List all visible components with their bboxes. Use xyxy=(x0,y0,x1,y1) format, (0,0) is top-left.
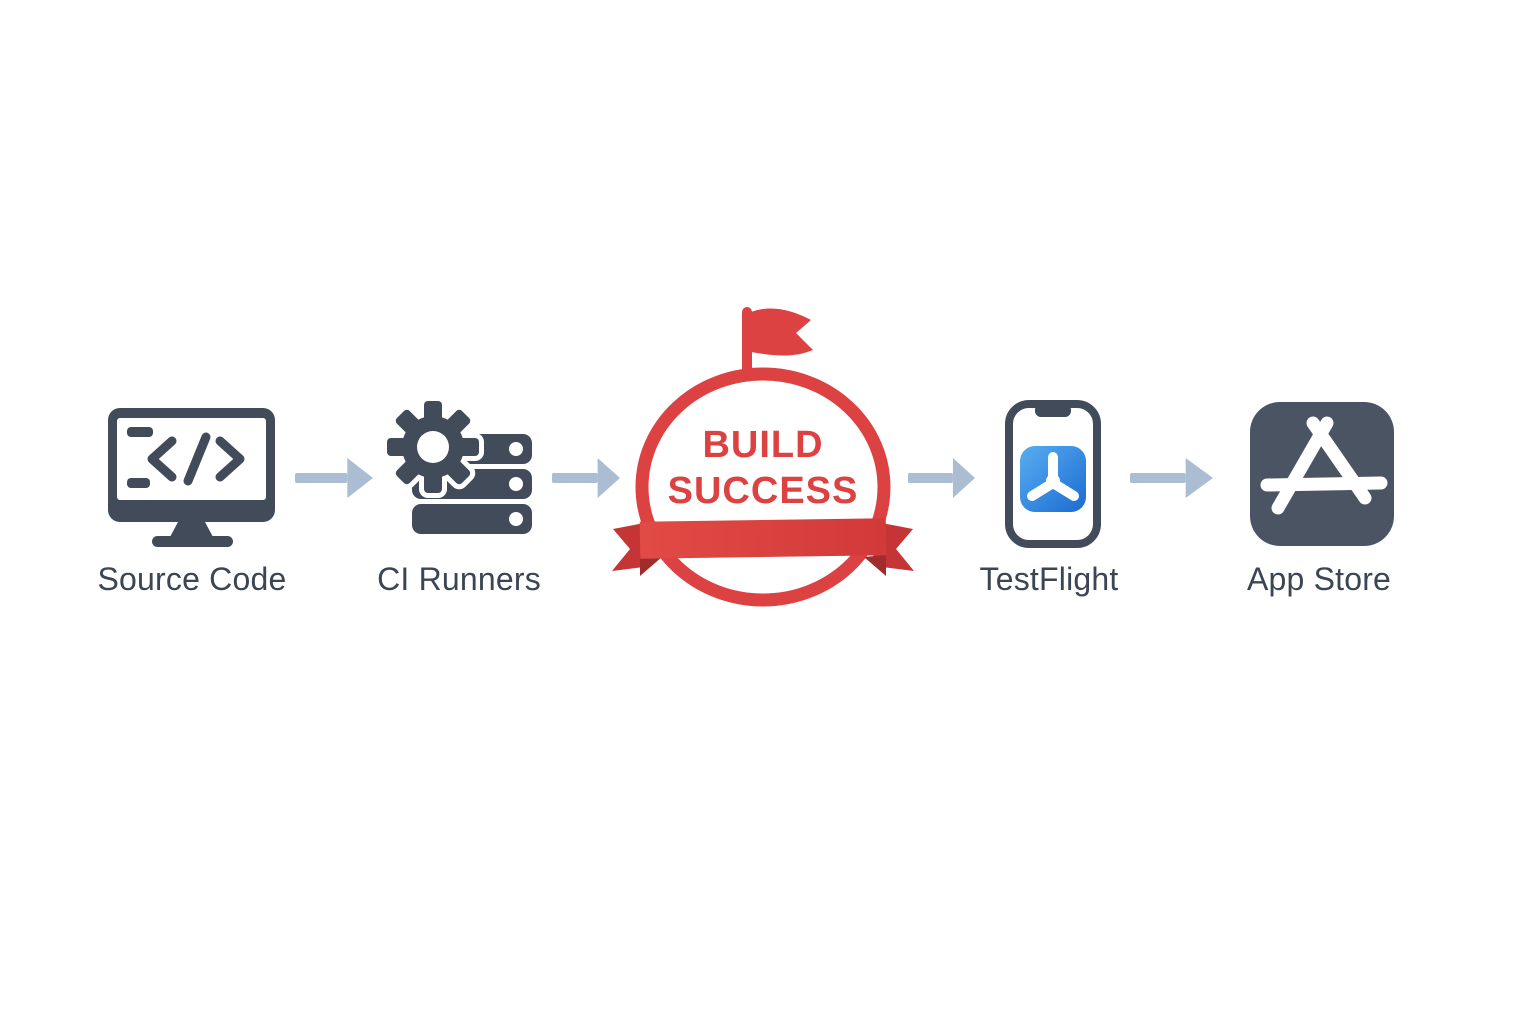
monitor-base xyxy=(152,536,233,547)
testflight-app-icon xyxy=(1020,446,1086,512)
app-store-icon xyxy=(1250,402,1394,546)
gear-icon xyxy=(382,396,484,498)
code-brackets-icon xyxy=(127,427,245,488)
monitor-stand xyxy=(170,522,213,537)
badge-text-line2: SUCCESS xyxy=(668,470,859,512)
flag-icon xyxy=(742,307,813,381)
ribbon-banner xyxy=(612,518,914,576)
app-store-tile xyxy=(1250,402,1394,546)
step-label-testflight: TestFlight xyxy=(979,561,1119,597)
monitor-screen xyxy=(117,418,266,500)
step-label-ci-runners: CI Runners xyxy=(377,561,541,597)
step-label-app-store: App Store xyxy=(1246,561,1392,597)
flow-arrow-icon xyxy=(1130,458,1213,498)
build-success-badge: BUILD SUCCESS xyxy=(612,307,914,607)
flow-arrow-icon xyxy=(908,458,975,498)
gear-servers-icon xyxy=(382,396,532,534)
step-label-source-code: Source Code xyxy=(97,561,287,597)
flow-arrow-icon xyxy=(552,458,620,498)
phone-notch xyxy=(1035,404,1071,417)
app-store-glyph xyxy=(1260,416,1388,515)
monitor-code-icon xyxy=(108,408,275,547)
flow-arrow-icon xyxy=(295,458,373,498)
phone-testflight-icon xyxy=(1005,400,1101,548)
badge-circle xyxy=(635,367,891,607)
badge-text-line1: BUILD xyxy=(702,424,823,466)
